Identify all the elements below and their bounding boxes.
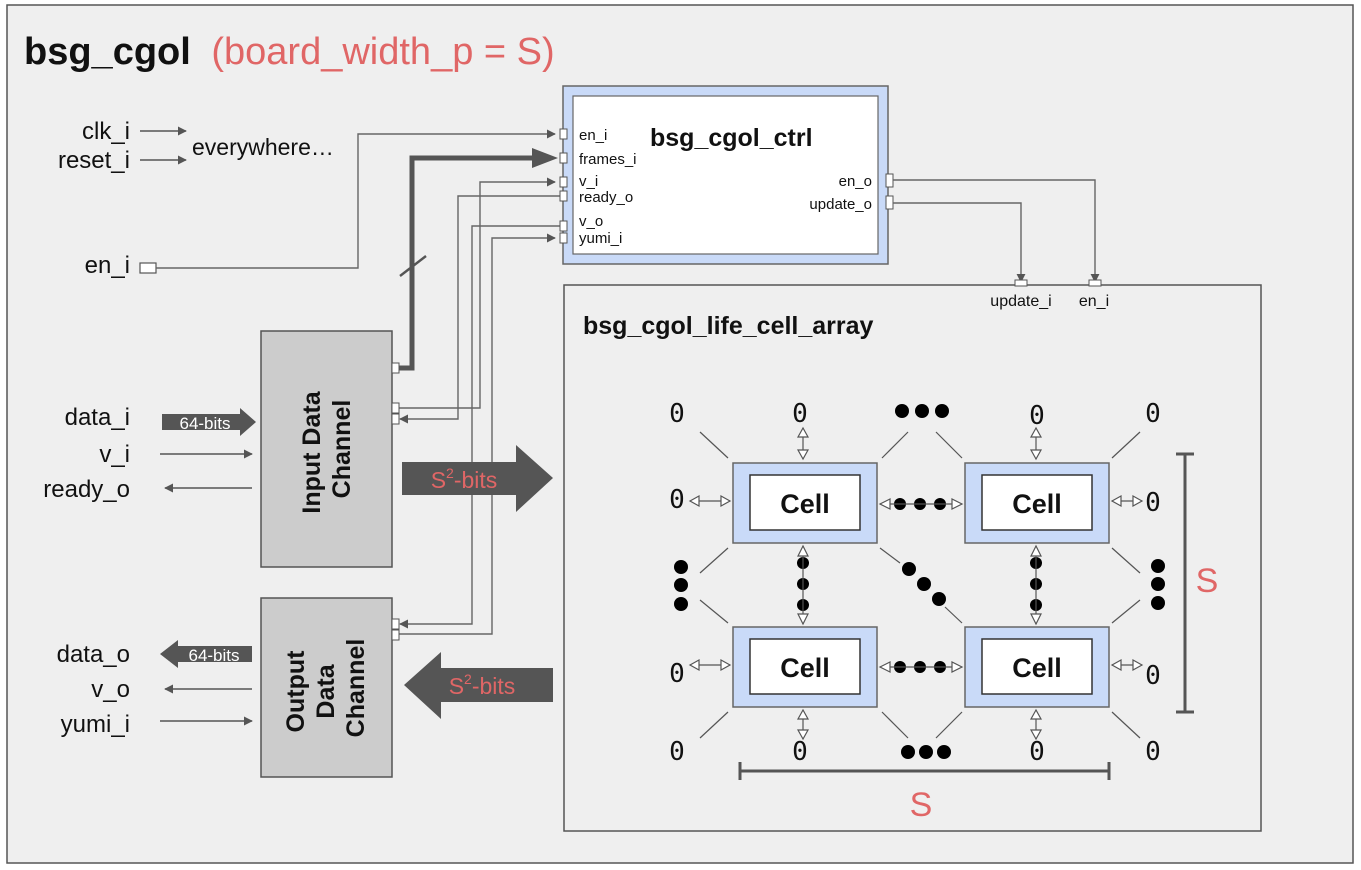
cell-top-right: Cell [964,462,1110,544]
dimension-vertical [1176,452,1194,714]
data-i-bus-label: 64-bits [179,414,230,433]
cell-label: Cell [1012,489,1062,519]
array-port-update-i-label: update_i [990,293,1051,310]
v-o-wire [399,225,566,629]
zero: 0 [1145,488,1161,518]
en-input-port [139,262,157,274]
zero: 0 [1145,399,1161,429]
dimension-vertical-label: S [1196,562,1219,600]
input-ready-o-label: ready_o [43,476,130,503]
dimension-horizontal [738,762,1111,780]
reset-input-label: reset_i [58,147,130,174]
data-o-bus-arrow [160,640,252,668]
input-s2-bus-arrow [402,445,553,512]
zero: 0 [669,737,685,767]
ctrl-port-en-i: en_i [579,127,607,144]
frames-bus [393,155,550,371]
output-v-o-label: v_o [91,676,130,703]
boundary-zeros: 0 0 0 0 0 0 0 0 0 0 0 0 [669,399,1161,767]
data-o-bus-label: 64-bits [188,646,239,665]
yumi-i-wire [393,233,556,635]
input-channel-ports [391,362,400,425]
ctrl-block-title: bsg_cgol_ctrl [650,124,813,152]
output-data-o-label: data_o [57,641,130,668]
cell-top-left: Cell [732,462,878,544]
input-channel-title: Input Data Channel [298,384,356,513]
ctrl-port-yumi-i: yumi_i [579,230,622,247]
en-wire [156,129,556,269]
array-port-en-i-label: en_i [1079,293,1109,310]
ctrl-port-v-o: v_o [579,213,603,230]
data-i-bus-arrow [162,408,256,436]
everywhere-label: everywhere… [192,134,334,160]
input-v-i-label: v_i [99,441,130,468]
zero: 0 [669,399,685,429]
zero: 0 [1145,661,1161,691]
bus-slash [399,255,427,277]
cell-bottom-right: Cell [964,626,1110,708]
input-data-i-label: data_i [65,404,130,431]
frames-bus-head [532,148,558,168]
array-port-en-i [1088,279,1102,287]
ctrl-left-ports [559,128,568,244]
v-i-wire [393,177,556,409]
ctrl-port-en-o: en_o [839,173,872,190]
title-main: bsg_cgol [24,31,191,73]
output-yumi-i-label: yumi_i [61,711,130,738]
clk-input-label: clk_i [82,118,130,145]
zero: 0 [669,659,685,689]
ctrl-port-update-o: update_o [809,196,872,213]
input-channel-block [260,330,393,568]
cell-label: Cell [780,489,830,519]
output-s2-bus-label: S2-bits [449,671,516,699]
output-s2-bus-arrow [404,652,553,719]
update-o-wire [893,202,1026,283]
neighbor-arrows [688,426,1144,741]
zero: 0 [1029,401,1045,431]
title: bsg_cgol (board_width_p = S) [24,31,555,73]
ctrl-port-frames-i: frames_i [579,151,637,168]
en-input-label: en_i [85,252,130,279]
ready-o-wire [399,195,566,424]
life-cell-array-block [563,284,1262,832]
array-port-update-i [1014,279,1028,287]
dimension-horizontal-label: S [910,786,933,824]
zero: 0 [669,485,685,515]
ctrl-port-v-i: v_i [579,173,598,190]
zero: 0 [792,737,808,767]
output-channel-block [260,597,393,778]
zero: 0 [792,399,808,429]
ctrl-block-inner [572,95,879,255]
input-s2-bus-label: S2-bits [431,465,498,493]
output-channel-title: Output Data Channel [282,639,370,738]
en-o-wire [893,179,1100,283]
ctrl-port-ready-o: ready_o [579,189,633,206]
life-cell-array-title: bsg_cgol_life_cell_array [583,312,874,340]
zero: 0 [1029,737,1045,767]
cell-label: Cell [1012,653,1062,683]
output-channel-ports [391,618,400,641]
cell-label: Cell [780,653,830,683]
zero: 0 [1145,737,1161,767]
title-param: (board_width_p = S) [211,31,554,73]
cell-grid: Cell Cell Cell Cell [732,462,1110,708]
cell-bottom-left: Cell [732,626,878,708]
